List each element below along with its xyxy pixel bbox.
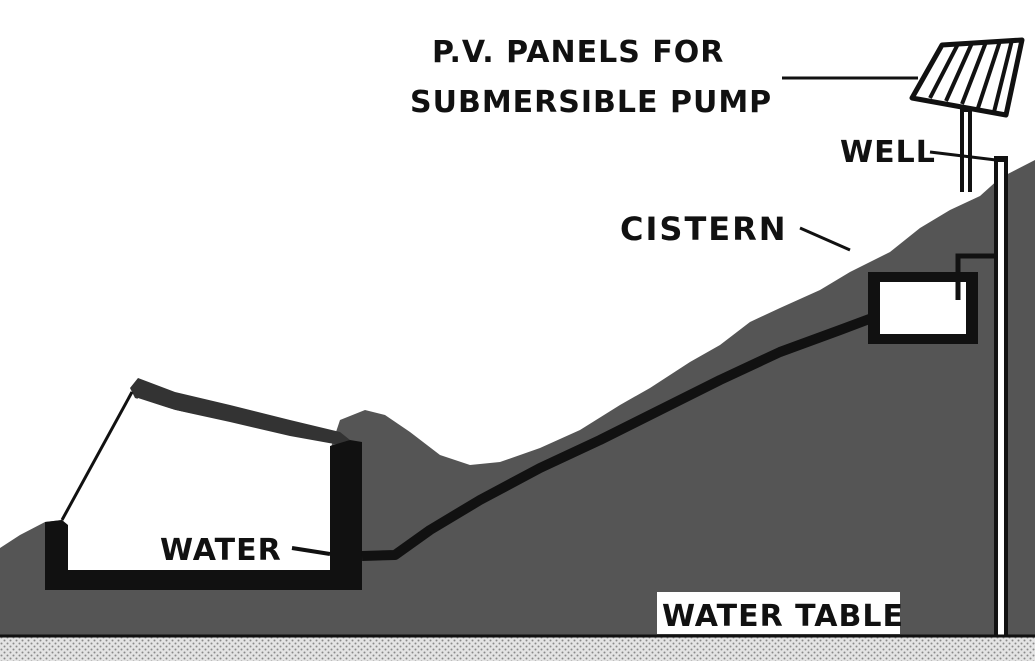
well-casing-bore (998, 162, 1004, 640)
shelter-roof-line (60, 391, 134, 521)
cistern-label-leader (799, 226, 851, 252)
water-label: WATER (160, 533, 282, 568)
pv-label-line1: P.V. PANELS FOR (432, 35, 724, 70)
pv-label-line2: SUBMERSIBLE PUMP (410, 85, 772, 120)
cistern-tank-interior (880, 282, 966, 334)
water-table-label: WATER TABLE (662, 599, 904, 634)
roof-berm (130, 378, 350, 445)
buried-pipe (361, 313, 874, 561)
water-shelter-cavity (62, 398, 330, 570)
well-label: WELL (840, 135, 936, 170)
water-table-band (0, 636, 1035, 661)
water-label-leader (291, 546, 331, 556)
well-label-leader (929, 150, 997, 162)
hillside-earth (0, 160, 1035, 640)
pv-panel-post-inner (964, 112, 968, 192)
cistern-label: CISTERN (620, 210, 788, 248)
pv-panel (909, 37, 1025, 118)
well-to-cistern-pipe (955, 253, 998, 300)
shelter-walls (45, 440, 362, 590)
water-table-label-bg (657, 592, 900, 634)
